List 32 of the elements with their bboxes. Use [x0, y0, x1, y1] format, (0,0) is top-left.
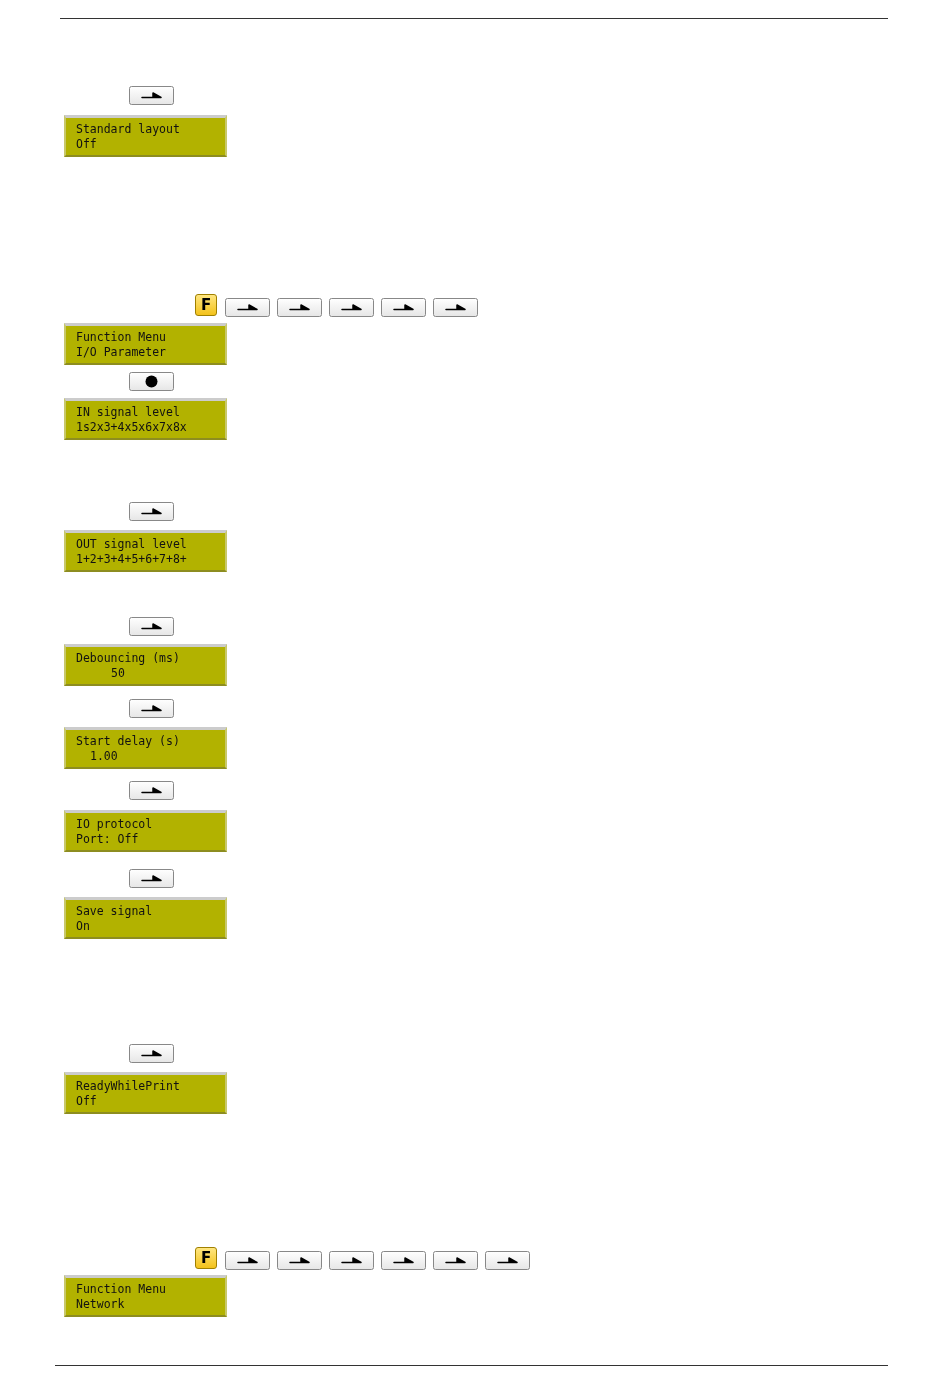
display-title: Function Menu	[76, 1282, 167, 1297]
lcd-display	[64, 1275, 227, 1317]
function-key: F	[195, 294, 217, 316]
display-value: 1.00	[89, 749, 119, 764]
display-title: OUT signal level	[76, 537, 188, 552]
display-title: ReadyWhilePrint	[76, 1079, 181, 1094]
display-title: IN signal level	[76, 405, 181, 420]
lcd-display	[64, 1072, 227, 1114]
lcd-display	[64, 323, 227, 365]
display-title: Save signal	[76, 904, 154, 919]
display-title: Function Menu	[76, 330, 167, 345]
display-value: Network	[76, 1297, 126, 1312]
display-value: Off	[76, 1094, 98, 1109]
lcd-display	[64, 727, 227, 769]
lcd-display	[64, 530, 227, 572]
display-value: 1+2+3+4+5+6+7+8+	[76, 552, 188, 567]
display-title: IO protocol	[76, 817, 154, 832]
display-value: Port: Off	[76, 832, 140, 847]
lcd-display	[64, 644, 227, 686]
display-title: Start delay (s)	[76, 734, 181, 749]
lcd-display	[64, 897, 227, 939]
display-value: Off	[76, 137, 98, 152]
display-value: 1s2x3+4x5x6x7x8x	[76, 420, 188, 435]
lcd-display	[64, 115, 227, 157]
lcd-display	[64, 398, 227, 440]
display-value: I/O Parameter	[76, 345, 167, 360]
lcd-display	[64, 810, 227, 852]
display-value: 50	[110, 666, 126, 681]
display-value: On	[76, 919, 91, 934]
function-key: F	[195, 1247, 217, 1269]
display-title: Standard layout	[76, 122, 181, 137]
display-title: Debouncing (ms)	[76, 651, 181, 666]
